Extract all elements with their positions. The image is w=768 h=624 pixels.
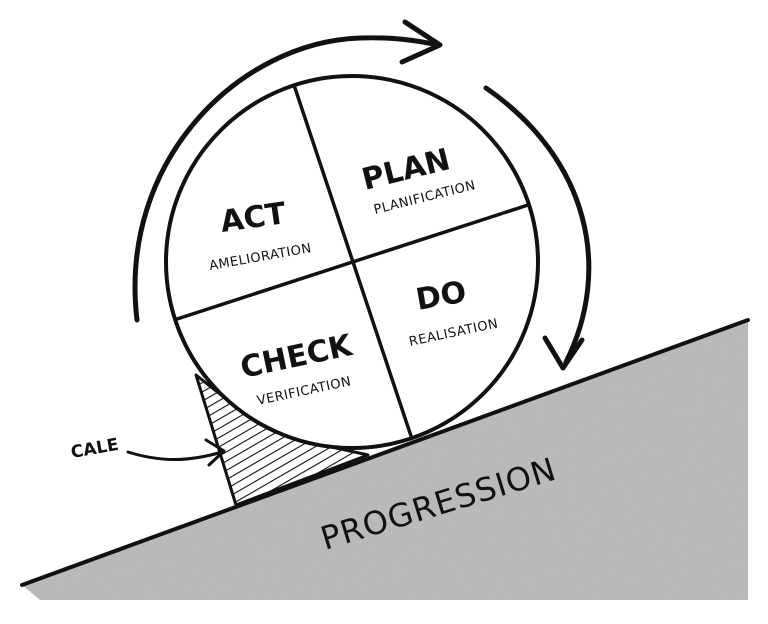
cycle-arrow-top-head [399,19,443,65]
wedge-label-arrowhead [204,438,226,467]
cycle-arrow-right-head [542,335,585,371]
ramp-top-edge [20,318,750,587]
wheel-divider-horizontal [173,203,529,322]
do-title: DO [413,275,469,318]
wedge-label: CALE [69,435,120,463]
ramp-grain [22,320,748,600]
pdca-wheel [164,74,540,450]
cycle-arrow-top [132,35,441,323]
cycle-arrow-right [483,85,592,365]
wedge-label-arrow [126,450,224,461]
